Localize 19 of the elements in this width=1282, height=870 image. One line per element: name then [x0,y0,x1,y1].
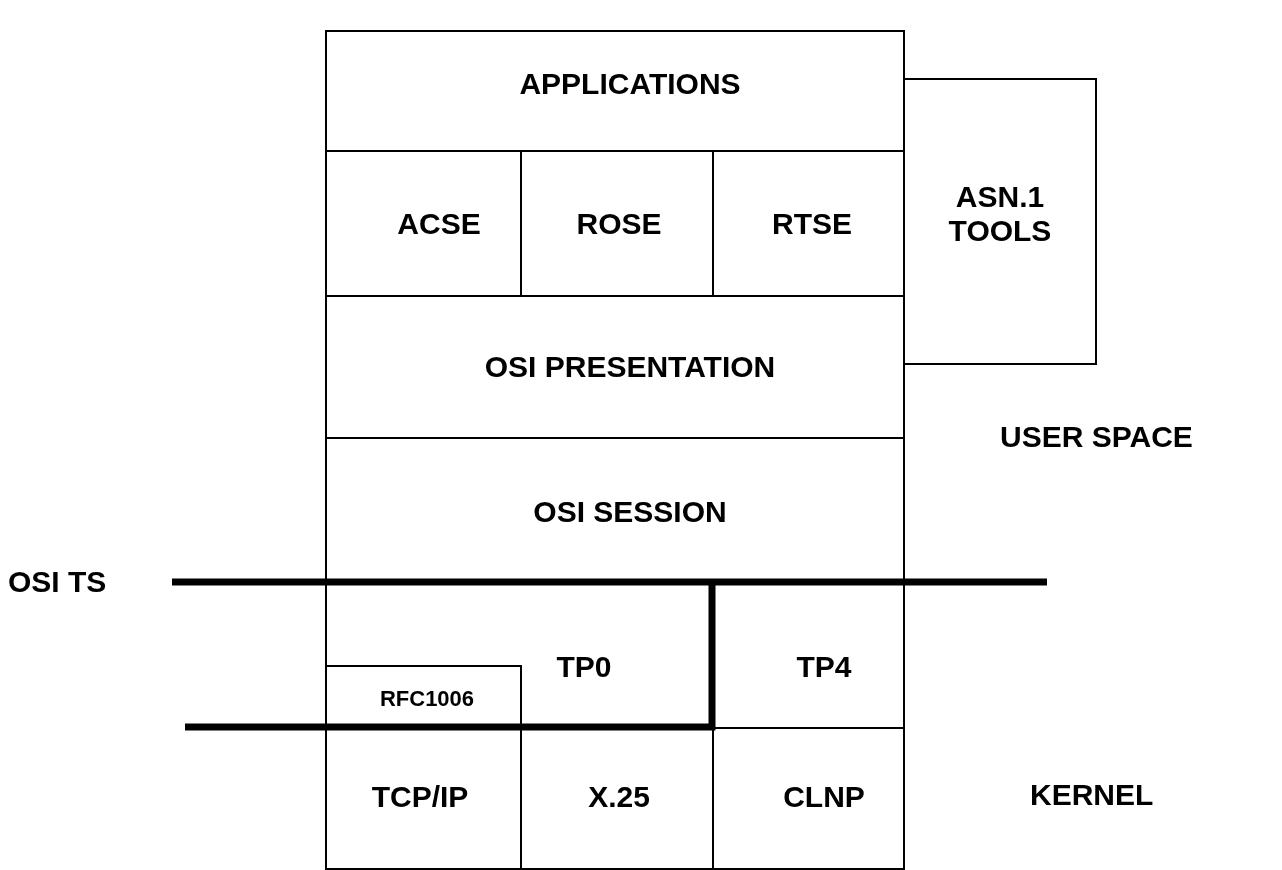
layer-label: TP4 [796,650,852,684]
layer-label: TP0 [556,650,612,684]
layer-label: X.25 [588,780,650,814]
layer-label: OSI PRESENTATION [484,350,776,384]
layer-box [712,727,905,870]
region-label: USER SPACE [1000,420,1193,454]
layer-label: TCP/IP [371,780,469,814]
layer-box [325,30,905,152]
layer-label: RFC1006 [379,685,475,713]
layer-box [325,295,905,439]
layer-label: APPLICATIONS [519,67,741,101]
layer-label: CLNP [783,780,865,814]
layer-label: OSI SESSION [533,495,727,529]
layer-label: ASN.1 TOOLS [947,180,1053,248]
layer-label: RTSE [772,207,852,241]
region-label: KERNEL [1030,778,1154,812]
layer-label: ROSE [576,207,662,241]
region-label: OSI TS [8,565,107,599]
layer-label: ACSE [397,207,481,241]
